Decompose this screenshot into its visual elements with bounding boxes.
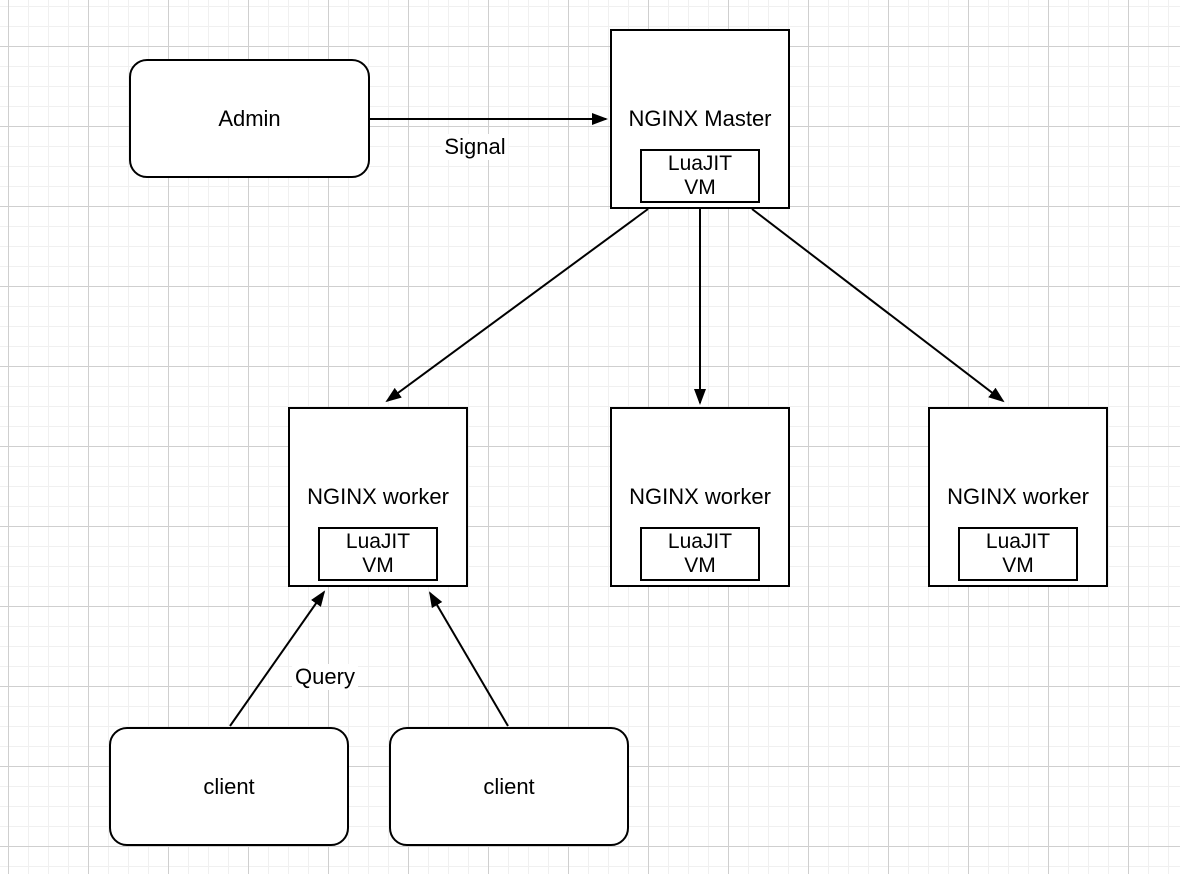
node-nginx-worker-left-label: NGINX worker — [307, 484, 449, 509]
node-nginx-worker-right-label: NGINX worker — [947, 484, 1089, 509]
node-nginx-worker-left[interactable]: NGINX worker LuaJIT VM — [288, 407, 468, 587]
node-worker-right-luajit-vm[interactable]: LuaJIT VM — [958, 527, 1078, 581]
node-client-left-label: client — [203, 773, 255, 799]
node-client-left[interactable]: client — [109, 727, 349, 846]
luajit-vm-label-line2: VM — [684, 554, 716, 577]
luajit-vm-label-line2: VM — [684, 176, 716, 199]
node-client-right[interactable]: client — [389, 727, 629, 846]
luajit-vm-label-line1: LuaJIT — [667, 530, 733, 553]
node-client-right-label: client — [483, 773, 535, 799]
luajit-vm-label-line1: LuaJIT — [667, 152, 733, 175]
luajit-vm-label-line2: VM — [362, 554, 394, 577]
edge-master-to-worker-left[interactable] — [385, 208, 649, 403]
node-nginx-worker-middle-label: NGINX worker — [629, 484, 771, 509]
node-nginx-worker-right[interactable]: NGINX worker LuaJIT VM — [928, 407, 1108, 587]
edge-master-to-worker-right[interactable] — [751, 208, 1005, 403]
luajit-vm-label-line1: LuaJIT — [985, 530, 1051, 553]
edge-client-right-to-worker-left[interactable] — [428, 591, 509, 727]
node-master-luajit-vm[interactable]: LuaJIT VM — [640, 149, 760, 203]
node-worker-middle-luajit-vm[interactable]: LuaJIT VM — [640, 527, 760, 581]
node-nginx-worker-middle[interactable]: NGINX worker LuaJIT VM — [610, 407, 790, 587]
luajit-vm-label-line2: VM — [1002, 554, 1034, 577]
node-nginx-master[interactable]: NGINX Master LuaJIT VM — [610, 29, 790, 209]
node-worker-left-luajit-vm[interactable]: LuaJIT VM — [318, 527, 438, 581]
node-nginx-master-label: NGINX Master — [628, 106, 772, 131]
node-admin-label: Admin — [218, 105, 281, 131]
edge-label-signal[interactable]: Signal — [441, 134, 509, 160]
node-admin[interactable]: Admin — [129, 59, 370, 178]
luajit-vm-label-line1: LuaJIT — [345, 530, 411, 553]
edge-client-left-to-worker-left[interactable] — [229, 590, 326, 727]
edge-label-query[interactable]: Query — [292, 664, 358, 690]
